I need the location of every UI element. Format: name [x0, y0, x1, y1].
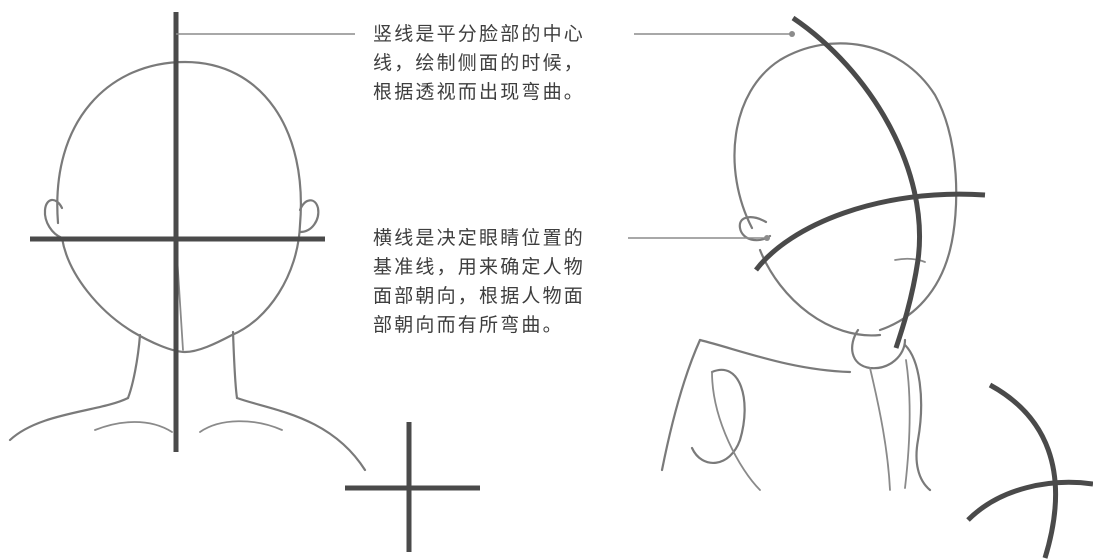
leader-vertical-dot: [789, 31, 795, 37]
leader-lines: [176, 31, 795, 241]
curved-cross-horizontal: [966, 479, 1093, 522]
turned-ear: [738, 216, 772, 242]
front-neck-right: [231, 330, 239, 400]
straight-cross-symbol: [345, 422, 480, 552]
turned-head-figure: [660, 42, 958, 492]
vertical-guide-note: 竖线是平分脸部的中心 线，绘制侧面的时候， 根据透视而出现弯曲。: [373, 20, 613, 107]
turned-torso-seam: [711, 371, 761, 491]
curved-cross-symbol: [966, 382, 1093, 559]
turned-guide-curves: [754, 15, 986, 349]
turned-cheek-hint: [894, 257, 926, 263]
front-guide-cross: [30, 12, 325, 452]
front-collarbone-right: [199, 420, 283, 433]
turned-head-outline: [733, 42, 958, 332]
note-line: 竖线是平分脸部的中心: [373, 23, 586, 45]
turned-vertical-guide: [791, 15, 922, 349]
turned-upper-arm: [690, 368, 746, 464]
turned-horizontal-guide: [754, 191, 986, 272]
front-left-ear: [43, 198, 64, 240]
note-line: 横线是决定眼睛位置的: [373, 227, 586, 249]
leader-horizontal-dot: [764, 235, 770, 241]
front-head-outline: [56, 60, 302, 354]
note-line: 基准线，用来确定人物: [373, 256, 586, 278]
turned-body-right: [903, 343, 932, 492]
turned-back-right: [904, 359, 911, 489]
front-head-figure: [8, 60, 367, 472]
turned-body-left: [660, 338, 702, 472]
horizontal-guide-note: 横线是决定眼睛位置的 基准线，用来确定人物 面部朝向，根据人物面 部朝向而有所弯…: [373, 224, 613, 340]
front-right-shoulder: [235, 396, 367, 472]
turned-back-fold: [869, 367, 891, 491]
front-neck-left: [126, 333, 142, 400]
turned-shoulder-line: [698, 338, 852, 374]
note-line: 线，绘制侧面的时候，: [373, 52, 586, 74]
front-left-shoulder: [8, 396, 130, 442]
turned-jaw: [758, 248, 882, 337]
note-line: 根据透视而出现弯曲。: [373, 81, 586, 103]
front-right-ear: [298, 199, 320, 234]
note-line: 部朝向而有所弯曲。: [373, 314, 564, 336]
note-line: 面部朝向，根据人物面: [373, 285, 586, 307]
curved-cross-vertical: [988, 382, 1059, 559]
front-collarbone-left: [94, 421, 173, 433]
